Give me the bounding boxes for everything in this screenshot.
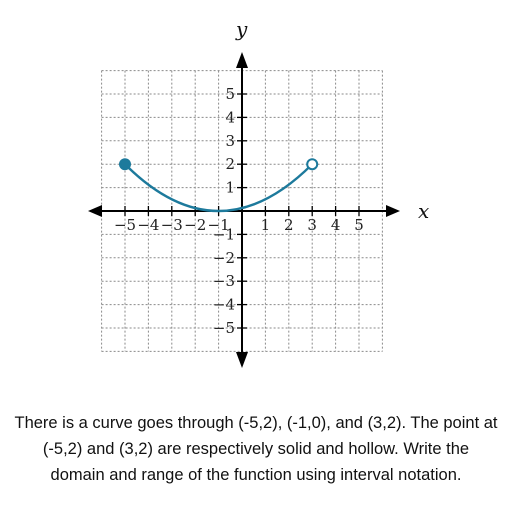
x-tick-label: 2 xyxy=(284,216,294,234)
hollow-endpoint xyxy=(306,158,319,171)
x-tick-label: −4 xyxy=(137,216,159,234)
y-tick-label: −3 xyxy=(213,272,235,290)
x-tick-label: −3 xyxy=(161,216,183,234)
x-axis-arrow-right xyxy=(386,205,400,217)
curve-series xyxy=(119,158,319,213)
x-tick-label: 4 xyxy=(331,216,341,234)
y-tick-label: −2 xyxy=(213,249,235,267)
y-tick-label: −5 xyxy=(213,319,235,337)
x-axis-label: x xyxy=(418,199,429,223)
y-tick-label: 3 xyxy=(225,132,235,150)
axes xyxy=(88,52,400,368)
y-axis-arrow-up xyxy=(236,52,248,68)
solid-endpoint xyxy=(119,158,131,171)
y-tick-label: 5 xyxy=(225,85,235,103)
x-tick-label: 1 xyxy=(261,216,271,234)
y-tick-label: 4 xyxy=(225,108,235,126)
y-axis-label: y xyxy=(235,17,248,41)
y-tick-label: 2 xyxy=(225,155,235,173)
x-tick-label: −1 xyxy=(208,216,230,234)
curve-line xyxy=(124,163,314,213)
y-tick-label: −1 xyxy=(213,225,235,243)
y-tick-label: −4 xyxy=(213,296,235,314)
x-tick-label: −2 xyxy=(184,216,206,234)
problem-statement: There is a curve goes through (-5,2), (-… xyxy=(14,414,498,484)
y-axis-arrow-down xyxy=(236,352,248,368)
x-axis-arrow-left xyxy=(88,205,102,217)
x-tick-label: 5 xyxy=(354,216,364,234)
y-tick-label: 1 xyxy=(225,179,235,197)
x-tick-label: −5 xyxy=(114,216,136,234)
x-tick-label: 3 xyxy=(307,216,317,234)
